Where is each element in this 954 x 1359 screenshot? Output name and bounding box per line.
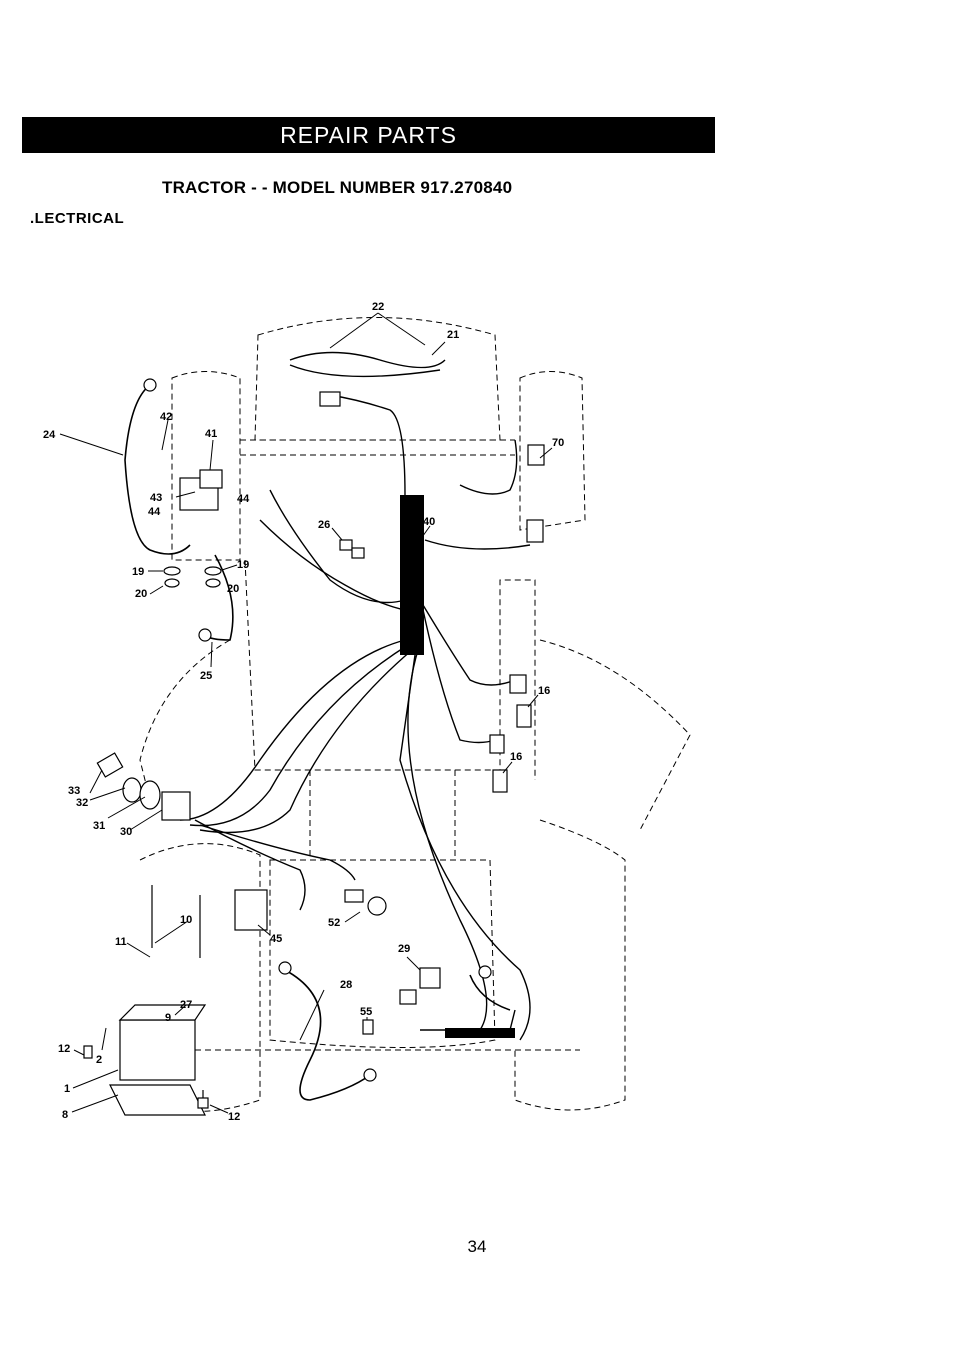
washer-icon bbox=[204, 566, 222, 576]
ignition-nut-icon bbox=[122, 777, 142, 803]
callout-label: 16 bbox=[538, 685, 550, 697]
callout-label: 19 bbox=[237, 559, 249, 571]
callout-label: 43 bbox=[150, 492, 162, 504]
ignition-key-icon bbox=[96, 752, 124, 778]
callout-label: 44 bbox=[148, 506, 161, 518]
callout-label: 31 bbox=[93, 820, 105, 832]
solenoid-bracket-icon bbox=[199, 469, 223, 489]
electrical-wiring-diagram: 22 21 70 24 42 41 43 44 44 19 19 20 20 2… bbox=[43, 301, 691, 1123]
callout-label: 12 bbox=[228, 1111, 240, 1123]
callout-label: 41 bbox=[205, 428, 217, 440]
seat-switch-icon bbox=[419, 967, 441, 989]
callout-label: 55 bbox=[360, 1006, 372, 1018]
switch-icon bbox=[492, 769, 508, 793]
connector-icon bbox=[319, 391, 341, 407]
callout-label: 42 bbox=[160, 411, 172, 423]
ignition-bezel-icon bbox=[139, 780, 161, 810]
callout-label: 26 bbox=[318, 519, 330, 531]
callout-label: 10 bbox=[180, 914, 192, 926]
nut-icon bbox=[164, 578, 180, 588]
callout-label: 22 bbox=[372, 301, 384, 313]
callout-label: 70 bbox=[552, 437, 564, 449]
callout-label: 20 bbox=[227, 583, 239, 595]
repair-parts-banner: REPAIR PARTS bbox=[22, 117, 715, 153]
components bbox=[83, 378, 545, 1116]
bolt-icon bbox=[83, 1045, 93, 1059]
page-number: 34 bbox=[467, 1237, 487, 1256]
connector-icon bbox=[344, 889, 364, 903]
callout-label: 24 bbox=[43, 429, 56, 441]
screw-icon bbox=[362, 1019, 374, 1035]
callout-label: 27 bbox=[180, 999, 192, 1011]
callout-label: 52 bbox=[328, 917, 340, 929]
battery-top-icon bbox=[118, 1004, 207, 1021]
leader-lines bbox=[59, 312, 553, 1114]
callout-label: 30 bbox=[120, 826, 132, 838]
nut-icon bbox=[197, 1097, 209, 1109]
callout-label: 33 bbox=[68, 785, 80, 797]
model-subtitle: TRACTOR - - MODEL NUMBER 917.270840 bbox=[162, 178, 513, 197]
ring-terminal-icon bbox=[198, 628, 212, 642]
callout-label: 20 bbox=[135, 588, 147, 600]
ring-terminal-icon bbox=[478, 965, 492, 979]
cables bbox=[124, 384, 511, 1101]
lamp-icon bbox=[367, 896, 387, 916]
callout-label: 2 bbox=[96, 1054, 102, 1066]
switch-icon bbox=[516, 704, 532, 728]
callout-label: 28 bbox=[340, 979, 352, 991]
wire-harness bbox=[179, 351, 531, 1041]
callout-label: 9 bbox=[165, 1012, 171, 1024]
banner-title: REPAIR PARTS bbox=[280, 121, 457, 148]
connector-icon bbox=[489, 734, 505, 754]
ring-terminal-icon bbox=[143, 378, 157, 392]
callout-labels: 22 21 70 24 42 41 43 44 44 19 19 20 20 2… bbox=[43, 301, 564, 1123]
callout-label: 44 bbox=[237, 493, 250, 505]
ignition-switch-icon bbox=[161, 791, 191, 821]
callout-label: 32 bbox=[76, 797, 88, 809]
ring-terminal-icon bbox=[278, 961, 292, 975]
callout-label: 40 bbox=[423, 516, 435, 528]
callout-label: 11 bbox=[115, 936, 127, 948]
connector-icon bbox=[509, 674, 527, 694]
fuse-icon bbox=[339, 539, 353, 551]
callout-label: 25 bbox=[200, 670, 212, 682]
callout-label: 1 bbox=[64, 1083, 70, 1095]
section-heading: .LECTRICAL bbox=[30, 210, 125, 227]
connector-icon bbox=[399, 989, 417, 1005]
harness-coil-sleeve bbox=[400, 495, 424, 655]
washer-icon bbox=[163, 566, 181, 576]
callout-label: 45 bbox=[270, 933, 282, 945]
nut-icon bbox=[205, 578, 221, 588]
connector-icon bbox=[527, 444, 545, 466]
harness-coil-sleeve-lower bbox=[445, 1028, 515, 1038]
battery-icon bbox=[119, 1019, 196, 1081]
callout-label: 21 bbox=[447, 329, 459, 341]
callout-label: 16 bbox=[510, 751, 522, 763]
callout-label: 8 bbox=[62, 1109, 68, 1121]
connector-icon bbox=[526, 519, 544, 543]
ring-terminal-icon bbox=[363, 1068, 377, 1082]
fuse-icon bbox=[351, 547, 365, 559]
battery-tray-icon bbox=[109, 1084, 206, 1116]
callout-label: 12 bbox=[58, 1043, 70, 1055]
fuse-block-icon bbox=[234, 889, 268, 931]
callout-label: 19 bbox=[132, 566, 144, 578]
callout-label: 29 bbox=[398, 943, 410, 955]
